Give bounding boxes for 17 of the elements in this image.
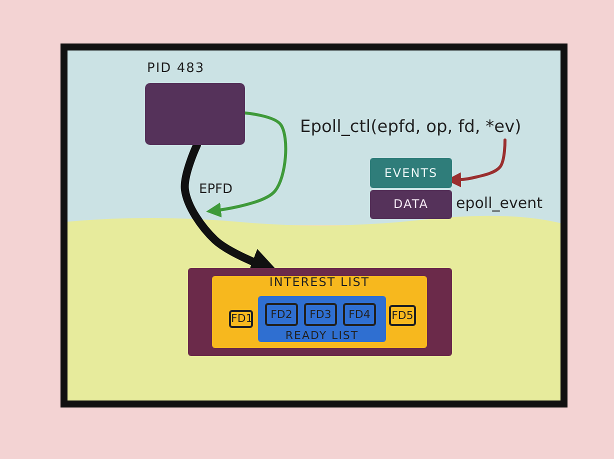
struct-label: epoll_event [456, 194, 542, 212]
data-field: DATA [370, 190, 452, 219]
interest-list-box [212, 276, 427, 348]
ready-list-box [258, 296, 386, 342]
process-label: PID 483 [147, 61, 205, 76]
file-descriptor-box: FD4 [343, 303, 376, 326]
file-descriptor-box: FD5 [389, 305, 416, 326]
file-descriptor-box: FD2 [265, 303, 298, 326]
arrow [206, 112, 288, 218]
file-descriptor-box: FD3 [304, 303, 337, 326]
file-descriptor-box: FD1 [229, 310, 253, 328]
list-title: INTEREST LIST [268, 275, 371, 289]
edge-label: EPFD [199, 182, 233, 197]
events-field: EVENTS [370, 158, 452, 188]
list-caption: READY LIST [284, 329, 360, 342]
function-call-text: Epoll_ctl(epfd, op, fd, *ev) [300, 112, 528, 142]
box-shape [188, 268, 452, 356]
